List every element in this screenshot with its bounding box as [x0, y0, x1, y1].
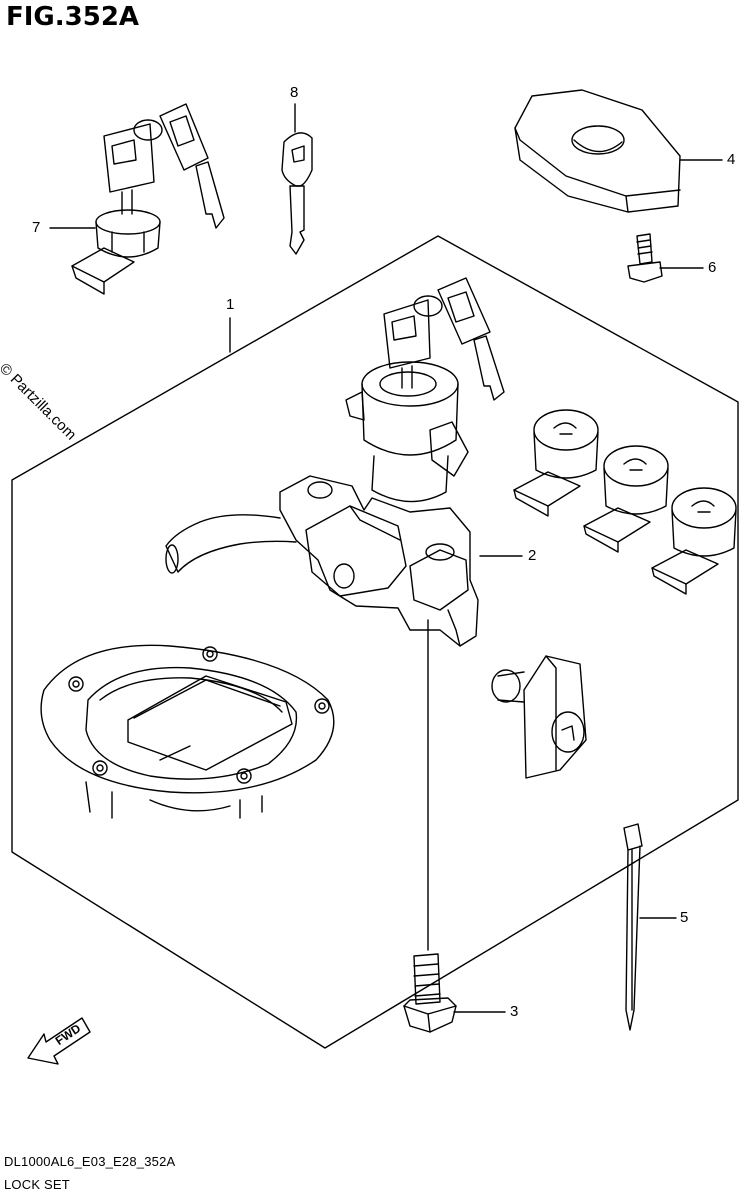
footer-name: LOCK SET: [4, 1177, 70, 1192]
small-lock-a: [513, 409, 599, 517]
callout-6: 6: [708, 259, 717, 276]
part-7-lock: [71, 103, 225, 295]
part-5-cable-tie: [623, 823, 643, 1031]
fuel-cap: [40, 644, 335, 819]
callout-8: 8: [290, 84, 299, 101]
footer-code: DL1000AL6_E03_E28_352A: [4, 1154, 176, 1169]
callout-5: 5: [680, 909, 689, 926]
callout-2: 2: [528, 547, 537, 564]
ignition-switch: [165, 277, 505, 647]
small-lock-b: [583, 445, 669, 553]
part-3-bolt: [403, 953, 457, 1033]
callout-3: 3: [510, 1003, 519, 1020]
fwd-arrow-icon: FWD: [27, 1017, 91, 1065]
callout-1: 1: [226, 296, 235, 313]
part-8-key: [281, 132, 313, 255]
lock-set-boundary: [11, 235, 739, 1049]
small-lock-c: [651, 487, 737, 595]
figure-title: FIG.352A: [6, 2, 140, 32]
part-6-bolt: [627, 233, 663, 283]
part-4-cover: [514, 89, 681, 213]
callout-7: 7: [32, 219, 41, 236]
callout-4: 4: [727, 151, 736, 168]
helmet-lock: [491, 655, 587, 779]
